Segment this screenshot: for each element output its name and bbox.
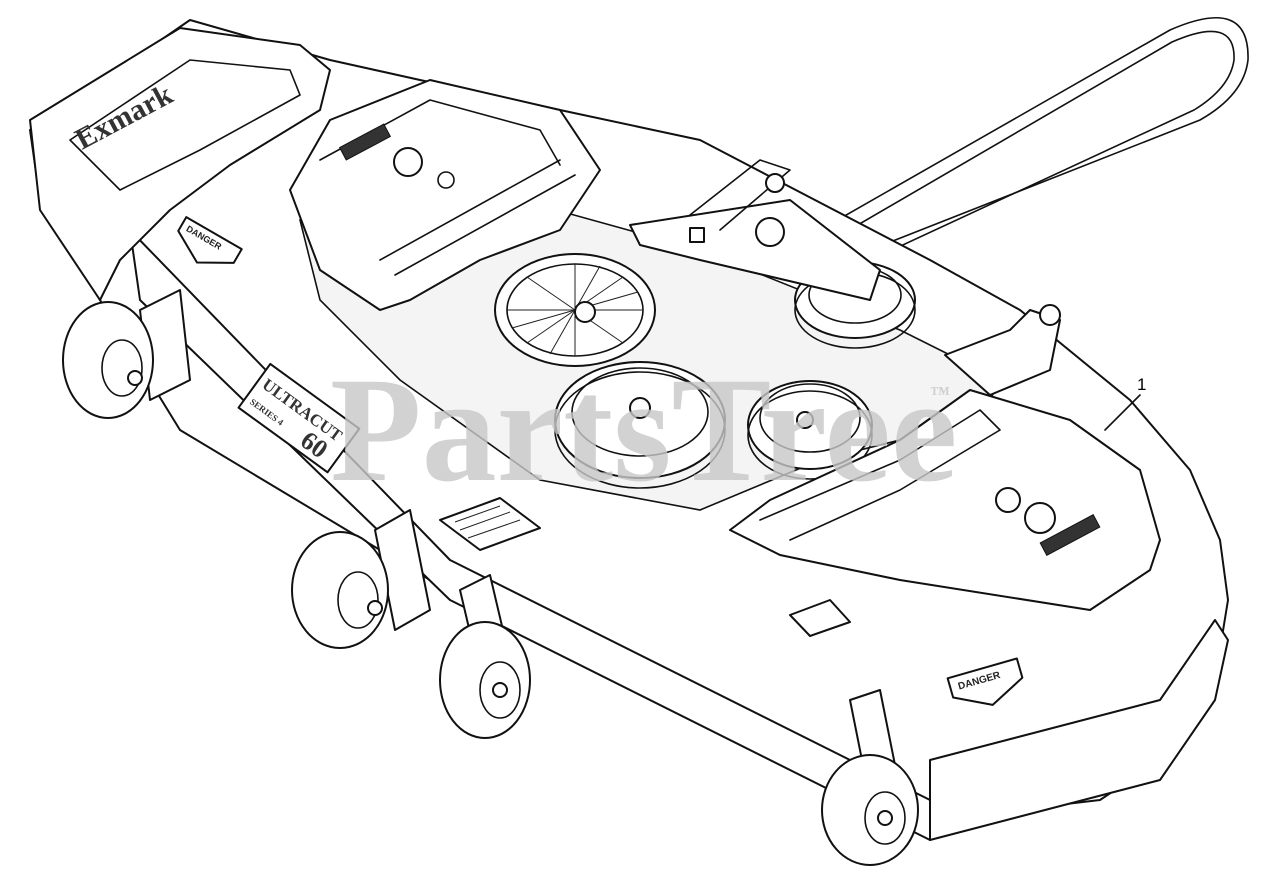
- cover-knob-left: [393, 147, 423, 177]
- callout-label: 1: [1137, 375, 1146, 394]
- caster-wheel-front-left: [291, 509, 431, 649]
- watermark: PartsTree ™: [330, 347, 957, 513]
- cover-knob-right: [1024, 502, 1056, 534]
- watermark-text: PartsTree: [330, 347, 957, 513]
- idler-pulley: [747, 380, 873, 480]
- left-end-cap: Exmark: [29, 27, 331, 301]
- right-bracket: [944, 304, 1061, 396]
- left-belt-cover: [289, 79, 601, 311]
- caster-wheel-front-center: [439, 574, 531, 739]
- caster-wheel-front-right: [821, 689, 919, 866]
- spindle-pulley-left: [494, 253, 656, 367]
- model-badge: ULTRACUT 60 SERIES 4: [237, 362, 361, 474]
- watermark-trademark: ™: [930, 383, 950, 405]
- warning-label-front: [439, 497, 541, 551]
- callout-1: 1: [1104, 375, 1146, 431]
- spindle-pulley-center: [554, 361, 726, 489]
- danger-decal-right: DANGER: [946, 657, 1024, 706]
- caster-wheel-rear-left: [62, 289, 191, 419]
- right-belt-cover: [729, 389, 1161, 611]
- drive-belt: [819, 16, 1249, 263]
- idler-arm-assembly: [629, 159, 881, 301]
- warning-label-skirt: [789, 599, 851, 637]
